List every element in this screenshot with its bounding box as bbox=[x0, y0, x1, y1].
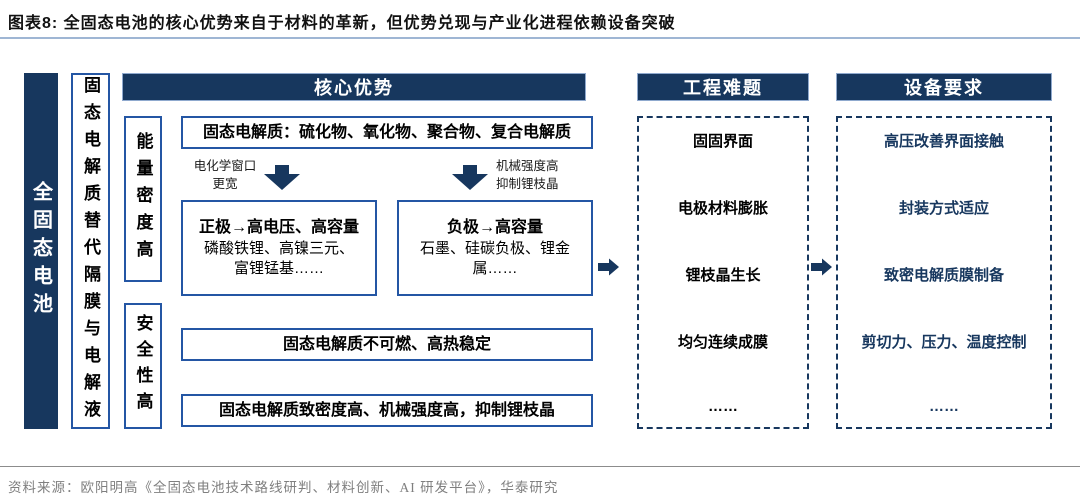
source-note: 资料来源：欧阳明高《全固态电池技术路线研判、材料创新、AI 研发平台》，华泰研究 bbox=[8, 480, 559, 495]
equipment-requirements-box: 高压改善界面接触 封装方式适应 致密电解质膜制备 剪切力、压力、温度控制 …… bbox=[836, 116, 1052, 429]
note-line: 机械强度高 bbox=[496, 159, 559, 173]
safety-label: 安全性高 bbox=[133, 314, 153, 418]
anode-box: 负极→高容量 石墨、硅碳负极、锂金 属…… bbox=[397, 200, 593, 296]
engineering-item-ellipsis: …… bbox=[708, 398, 738, 415]
cathode-title: 正极→高电压、高容量 bbox=[198, 218, 359, 236]
energy-density-label: 能量密度高 bbox=[133, 131, 153, 267]
core-advantages-header: 核心优势 bbox=[122, 73, 586, 101]
density-strength-box: 固态电解质致密度高、机械强度高，抑制锂枝晶 bbox=[181, 394, 593, 427]
note-line: 更宽 bbox=[212, 176, 238, 191]
all-solid-state-battery-bar: 全固态电池 bbox=[24, 73, 58, 429]
safety-label-box: 安全性高 bbox=[124, 303, 162, 429]
engineering-item: 锂枝晶生长 bbox=[685, 267, 761, 284]
electrolyte-replacement-label: 固态电解质替代隔膜与电解液 bbox=[81, 75, 100, 427]
equipment-item: 致密电解质膜制备 bbox=[883, 267, 1004, 284]
cathode-line: 磷酸铁锂、高镍三元、 bbox=[203, 239, 354, 257]
engineering-challenges-box: 固固界面 电极材料膨胀 锂枝晶生长 均匀连续成膜 …… bbox=[637, 116, 809, 429]
right-arrow-icon bbox=[810, 257, 833, 277]
down-arrow-icon bbox=[451, 164, 489, 191]
equipment-item: 剪切力、压力、温度控制 bbox=[861, 334, 1027, 351]
anode-line: 石墨、硅碳负极、锂金 bbox=[419, 239, 570, 257]
electrochemical-window-note: 电化学窗口 更宽 bbox=[186, 158, 264, 193]
mechanical-strength-note: 机械强度高 抑制锂枝晶 bbox=[496, 158, 600, 193]
cathode-box: 正极→高电压、高容量 磷酸铁锂、高镍三元、 富锂锰基…… bbox=[181, 200, 377, 296]
note-line: 电化学窗口 bbox=[193, 159, 257, 173]
all-solid-state-battery-label: 全固态电池 bbox=[29, 181, 52, 321]
electrolyte-replacement-box: 固态电解质替代隔膜与电解液 bbox=[71, 73, 110, 429]
source-divider bbox=[0, 466, 1080, 467]
title-divider bbox=[0, 37, 1080, 39]
anode-title: 负极→高容量 bbox=[446, 218, 543, 236]
equipment-requirements-header: 设备要求 bbox=[836, 73, 1052, 101]
cathode-line: 富锂锰基…… bbox=[233, 259, 324, 277]
equipment-item: 封装方式适应 bbox=[898, 200, 989, 217]
right-arrow-icon bbox=[597, 257, 620, 277]
engineering-item: 电极材料膨胀 bbox=[677, 200, 768, 217]
energy-density-label-box: 能量密度高 bbox=[124, 116, 162, 282]
anode-line: 属…… bbox=[472, 259, 518, 277]
down-arrow-icon bbox=[263, 164, 301, 191]
engineering-item: 均匀连续成膜 bbox=[677, 334, 768, 351]
thermal-stability-box: 固态电解质不可燃、高热稳定 bbox=[181, 328, 593, 361]
engineering-item: 固固界面 bbox=[692, 133, 753, 150]
equipment-item-ellipsis: …… bbox=[929, 398, 959, 415]
solid-electrolyte-types-box: 固态电解质：硫化物、氧化物、聚合物、复合电解质 bbox=[181, 116, 593, 149]
note-line: 抑制锂枝晶 bbox=[496, 176, 559, 191]
equipment-item: 高压改善界面接触 bbox=[883, 133, 1004, 150]
engineering-challenges-header: 工程难题 bbox=[637, 73, 809, 101]
figure-title: 图表8: 全固态电池的核心优势来自于材料的革新，但优势兑现与产业化进程依赖设备突… bbox=[8, 15, 676, 32]
